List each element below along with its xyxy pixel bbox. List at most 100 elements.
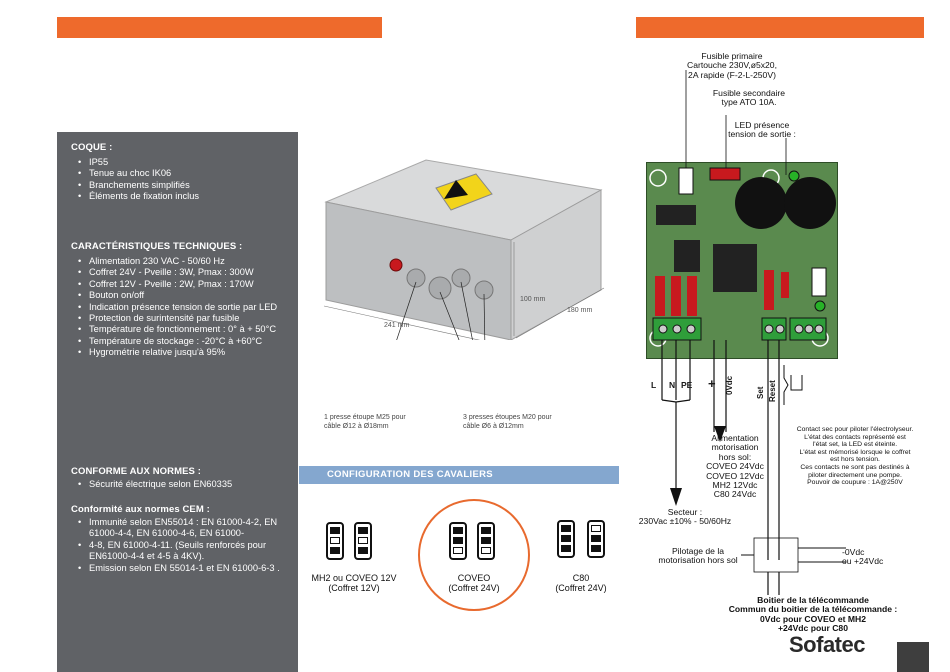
diagram-text: Cartouche 230V,ø5x20, [687,60,777,71]
list-item: Éléments de fixation inclus [78,191,289,203]
pilotage-label: Pilotage de la motorisation hors sol [651,546,745,566]
diagram-text: Fusible secondaire [712,88,786,98]
jumper-icon [557,520,575,558]
caption-line: câble Ø12 à Ø18mm [324,423,389,430]
fuse-secondary-label: Fusible secondaire type ATO 10A. [698,88,800,108]
list-item: Hygrométrie relative jusqu'à 95% [78,347,289,359]
config-option-2: COVEO (Coffret 24V) [424,573,524,593]
diagram-text: -0Vdc [842,547,865,557]
list-item: Coffret 12V - Pveille : 2W, Pmax : 170W [78,279,289,291]
caption-line: 3 presses étoupes M20 pour [463,414,552,421]
diagram-text: COVEO 24Vdc [706,461,764,472]
page-corner-block [897,642,929,672]
diagram-text: motorisation [711,442,759,453]
config-option-3: C80 (Coffret 24V) [531,573,631,593]
diagram-text: est hors tension. [830,456,880,464]
coque-title: COQUE : [71,142,113,153]
diagram-text: 0Vdc pour COVEO et MH2 [759,613,866,624]
diagram-text: +24Vdc pour C80 [778,623,848,634]
diagram-text: Pilotage de la [671,546,725,556]
list-item: Tenue au choc IK06 [78,168,289,180]
secteur-label: Secteur : 230Vac ±10% - 50/60Hz [626,507,744,527]
jumper-icon [449,522,467,560]
diagram-text: Alimentation [711,433,759,443]
diagram-text: Pouvoir de coupure : 1A@250V [807,479,903,487]
diagram-text: C80 24Vdc [713,489,757,500]
config-option-label: MH2 ou COVEO 12V [311,573,397,583]
specifications-panel: COQUE : IP55 Tenue au choc IK06 Branchem… [57,132,298,672]
config-option-label: COVEO [457,573,491,583]
diagram-text: tension de sortie : [728,129,796,140]
wiring-diagram [649,70,846,595]
product-box-illustration [323,159,605,340]
diagram-text: Fusible primaire [701,51,763,61]
config-option-sublabel: (Coffret 24V) [448,583,500,593]
list-item: IP55 [78,157,289,169]
terminal-0vdc-label: 0Vdc [725,375,734,395]
diagram-text: COVEO 12Vdc [706,470,764,481]
dim-height-label: 100 mm [520,296,546,303]
list-item: Immunité selon EN55014 : EN 61000-4-2, E… [78,517,289,540]
list-item: Coffret 24V - Pveille : 3W, Pmax : 300W [78,267,289,279]
dim-depth-label: 180 mm [567,307,593,314]
dim-width-label: 241 mm [384,322,410,329]
list-item: Protection de surintensité par fusible [78,313,289,325]
selection-circle-icon [418,499,530,611]
list-item: Température de stockage : -20°C à +60°C [78,336,289,348]
alimentation-label: Alimentation motorisation hors sol: COVE… [693,433,777,500]
terminal-plus-label: + [708,376,716,391]
terminal-set-label: Set [756,386,765,399]
list-item: Alimentation 230 VAC - 50/60 Hz [78,256,289,268]
diagram-text: hors sol: [718,451,752,462]
normes-section: CONFORME AUX NORMES : Sécurité électriqu… [71,466,289,491]
cem-title: Conformité aux normes CEM : [71,504,210,515]
diagram-text: Secteur : [667,507,703,517]
coque-section: COQUE : IP55 Tenue au choc IK06 Branchem… [71,142,289,203]
caption-line: câble Ø6 à Ø12mm [463,423,524,430]
diagram-text: motorisation hors sol [658,555,738,566]
diagram-text: L'état est mémorisé lorsque le coffret [799,448,911,456]
diagram-text: 230Vac ±10% - 50/60Hz [638,516,732,527]
list-item: Indication présence tension de sortie pa… [78,302,289,314]
list-item: Température de fonctionnement : 0° à + 5… [78,324,289,336]
led-label: LED présence tension de sortie : [712,120,812,140]
jumper-icon [477,522,495,560]
diagram-text: Commun du boitier de la télécommande : [728,604,898,615]
jumper-icon [326,522,344,560]
terminal-reset-label: Reset [768,380,777,402]
caption-line: 1 presse étoupe M25 pour [324,414,406,421]
terminal-l-label: L [651,380,657,390]
tech-title: CARACTÉRISTIQUES TECHNIQUES : [71,241,243,252]
config-title-bar: CONFIGURATION DES CAVALIERS [299,466,619,484]
diagram-text: Contact sec pour piloter l'électrolyseur… [796,426,914,433]
tech-section: CARACTÉRISTIQUES TECHNIQUES : Alimentati… [71,241,289,359]
brand-logo: Sofatec [789,632,865,657]
terminal-pe-label: PE [681,380,693,390]
fuse-primary-label: Fusible primaire Cartouche 230V,ø5x20, 2… [660,51,804,80]
cem-section: Conformité aux normes CEM : Immunité sel… [71,504,289,574]
config-option-sublabel: (Coffret 24V) [555,583,607,593]
diagram-text: Ces contacts ne sont pas destinés à [800,463,910,471]
diagram-text: 2A rapide (F-2-L-250V) [688,69,776,80]
list-item: Bouton on/off [78,290,289,302]
diagram-text: LED présence [734,120,790,130]
vdc-label: -0Vdc ou +24Vdc [842,547,912,567]
list-item: Emission selon EN 55014-1 et EN 61000-6-… [78,563,289,575]
config-option-label: C80 [572,573,590,583]
caption-gland-m20: 3 presses étoupes M20 pour câble Ø6 à Ø1… [463,413,552,431]
header-bar-right [636,17,924,38]
jumper-icon [587,520,605,558]
diagram-text: ou +24Vdc [842,556,884,567]
contact-description: Contact sec pour piloter l'électrolyseur… [780,426,930,487]
diagram-text: l'état set, la LED est éteinte. [812,441,898,449]
diagram-text: piloter directement une pompe. [808,471,902,479]
normes-title: CONFORME AUX NORMES : [71,466,201,477]
diagram-text: Boitier de la télécommande [757,595,869,605]
terminal-n-label: N [669,380,676,390]
list-item: 4-8, EN 61000-4-11. (Seuils renforcés po… [78,540,289,563]
header-bar-left [57,17,382,38]
diagram-text: MH2 12Vdc [712,480,758,491]
list-item: Branchements simplifiés [78,180,289,192]
config-option-1: MH2 ou COVEO 12V (Coffret 12V) [304,573,404,593]
diagram-text: type ATO 10A. [721,97,777,108]
